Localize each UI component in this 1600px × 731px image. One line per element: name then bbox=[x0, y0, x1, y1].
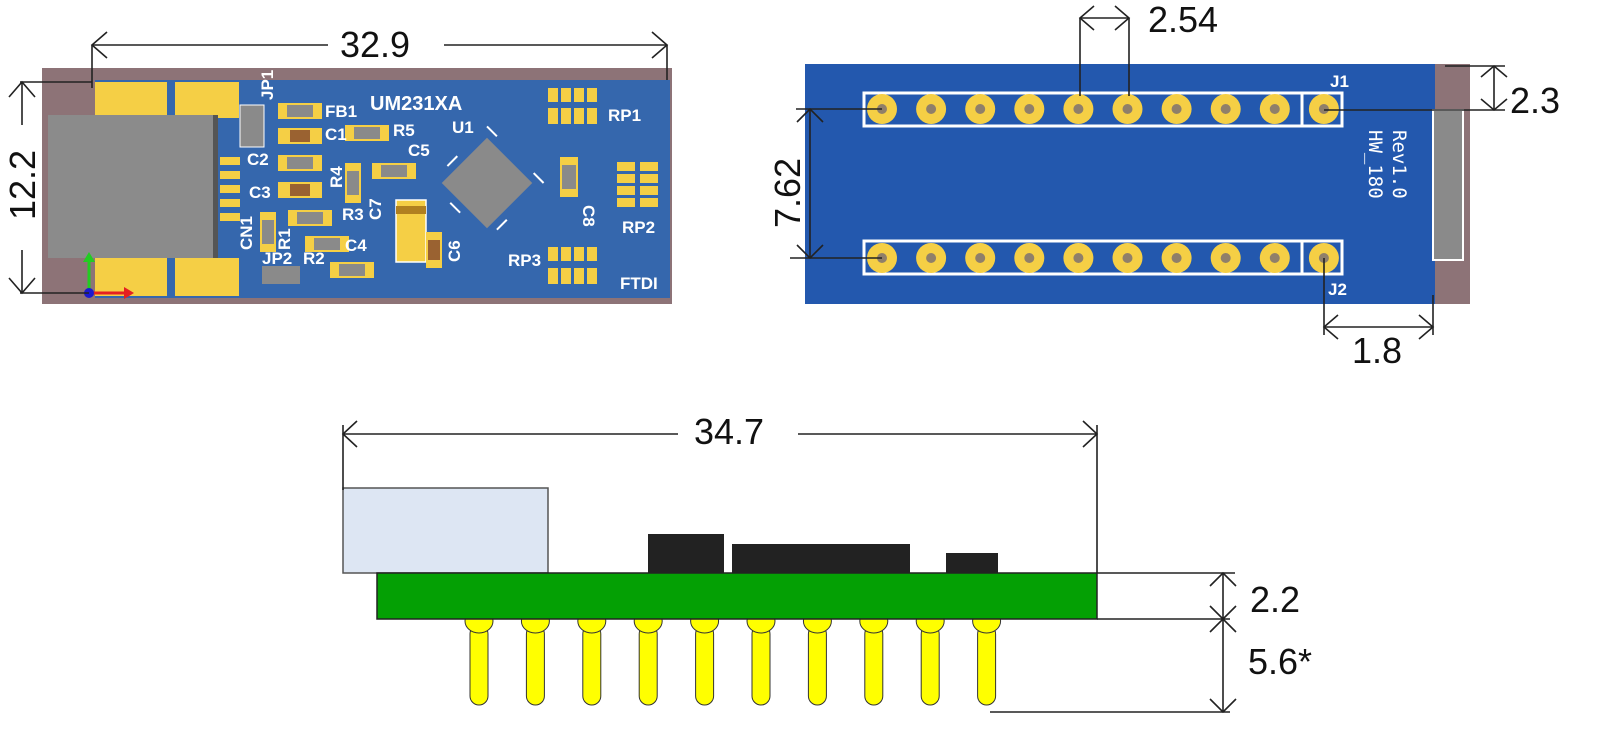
header-pad bbox=[1259, 243, 1290, 273]
side-view: 34.7 2.2 5.6* bbox=[341, 411, 1312, 714]
silk-c3: C3 bbox=[249, 183, 271, 202]
usb-pad bbox=[175, 258, 239, 296]
dim-label-overall: 34.7 bbox=[694, 411, 764, 452]
usb-signal-pins bbox=[220, 157, 240, 221]
header-pad bbox=[1259, 94, 1290, 124]
smd-components bbox=[239, 103, 578, 284]
silk-c2: C2 bbox=[247, 150, 269, 169]
side-header-pins bbox=[464, 608, 1002, 706]
silk-r4: R4 bbox=[327, 166, 346, 188]
brand-label: FTDI bbox=[620, 274, 658, 293]
silk-u1: U1 bbox=[452, 118, 474, 137]
dim-pin-to-edge: 1.8 bbox=[1322, 258, 1435, 371]
side-pin bbox=[577, 608, 607, 706]
usb-connector bbox=[48, 115, 216, 258]
dim-label-board-height: 2.2 bbox=[1250, 579, 1300, 620]
usb-connector-edge bbox=[213, 115, 218, 258]
side-pin bbox=[802, 608, 832, 706]
usb-connector-side bbox=[342, 487, 549, 574]
dim-label-pitch: 2.54 bbox=[1148, 0, 1218, 40]
dim-pin-pitch: 2.54 bbox=[1078, 0, 1218, 96]
silk-r2: R2 bbox=[303, 249, 325, 268]
header-pad bbox=[1161, 94, 1192, 124]
dim-pin-length: 5.6* bbox=[990, 617, 1312, 714]
dim-top-width: 12.2 bbox=[2, 80, 92, 295]
header-pad bbox=[916, 94, 947, 124]
silk-r1: R1 bbox=[275, 228, 294, 250]
silk-c6: C6 bbox=[445, 240, 464, 262]
dim-label-row-spacing: 7.62 bbox=[767, 158, 808, 228]
silk-cn1: CN1 bbox=[237, 216, 256, 250]
header-pad bbox=[965, 94, 996, 124]
side-pin bbox=[859, 608, 889, 706]
header-pad bbox=[916, 243, 947, 273]
header-pad bbox=[965, 243, 996, 273]
top-view: JP1 FB1 C1 R5 C2 C5 C3 R4 R3 C7 CN1 R1 C… bbox=[2, 24, 672, 304]
pcb-side bbox=[376, 572, 1098, 620]
dim-label-pin-edge: 1.8 bbox=[1352, 330, 1402, 371]
silk-c5: C5 bbox=[408, 141, 430, 160]
side-pin bbox=[915, 608, 945, 706]
axis-indicator-icon bbox=[83, 252, 134, 299]
resistor-packs bbox=[548, 88, 658, 284]
side-pin bbox=[633, 608, 663, 706]
silk-c4: C4 bbox=[345, 236, 367, 255]
dim-label-length: 32.9 bbox=[340, 24, 410, 65]
revision-text: Rev1.0 bbox=[1388, 130, 1410, 199]
bottom-usb-shadow bbox=[1432, 109, 1464, 261]
bottom-view: J1 J2 Rev1.0 HW_180 2.54 7.62 bbox=[767, 0, 1560, 371]
header-pad bbox=[1112, 243, 1143, 273]
header-pads bbox=[867, 94, 1339, 273]
hw-text: HW_180 bbox=[1364, 130, 1386, 199]
header-pad bbox=[1014, 94, 1045, 124]
silk-rp2: RP2 bbox=[622, 218, 655, 237]
component-side-2 bbox=[732, 544, 910, 573]
side-pin bbox=[520, 608, 550, 706]
header-pad bbox=[1063, 94, 1094, 124]
header-pad bbox=[1014, 243, 1045, 273]
j2-pin1-box bbox=[1300, 239, 1344, 276]
usb-pad bbox=[95, 82, 167, 118]
board-label: UM231XA bbox=[370, 93, 462, 115]
header-pad bbox=[1161, 243, 1192, 273]
silk-c7: C7 bbox=[366, 198, 385, 220]
silk-r3: R3 bbox=[342, 205, 364, 224]
label-j2: J2 bbox=[1328, 280, 1347, 299]
side-pin bbox=[690, 608, 720, 706]
silk-r5: R5 bbox=[393, 121, 415, 140]
header-pad bbox=[1210, 243, 1241, 273]
label-j1: J1 bbox=[1330, 72, 1349, 91]
side-pin bbox=[972, 608, 1002, 706]
silk-fb1: FB1 bbox=[325, 102, 357, 121]
dim-edge-to-row: 2.3 bbox=[1324, 64, 1560, 121]
silk-rp1: RP1 bbox=[608, 106, 641, 125]
component-side-3 bbox=[946, 553, 998, 573]
dim-board-height: 2.2 bbox=[1097, 571, 1300, 621]
usb-pad bbox=[175, 82, 239, 118]
header-pad bbox=[1112, 94, 1143, 124]
u1-ic bbox=[429, 125, 545, 241]
dim-label-width: 12.2 bbox=[2, 150, 43, 220]
silk-jp2: JP2 bbox=[262, 249, 292, 268]
header-pad bbox=[1063, 243, 1094, 273]
silk-jp1: JP1 bbox=[258, 70, 277, 100]
dim-top-length: 32.9 bbox=[90, 24, 669, 88]
side-pin bbox=[746, 608, 776, 706]
silk-c8: C8 bbox=[579, 205, 598, 227]
component-side-1 bbox=[648, 534, 724, 573]
dim-label-edge-row: 2.3 bbox=[1510, 80, 1560, 121]
silk-rp3: RP3 bbox=[508, 251, 541, 270]
usb-pad bbox=[95, 258, 167, 296]
dim-overall-length: 34.7 bbox=[341, 411, 1099, 573]
side-pin bbox=[464, 608, 494, 706]
dim-row-spacing: 7.62 bbox=[767, 107, 882, 260]
silk-c1: C1 bbox=[325, 125, 347, 144]
header-pad bbox=[1308, 94, 1339, 124]
dim-label-pin-length: 5.6* bbox=[1248, 641, 1312, 682]
header-pad bbox=[1210, 94, 1241, 124]
